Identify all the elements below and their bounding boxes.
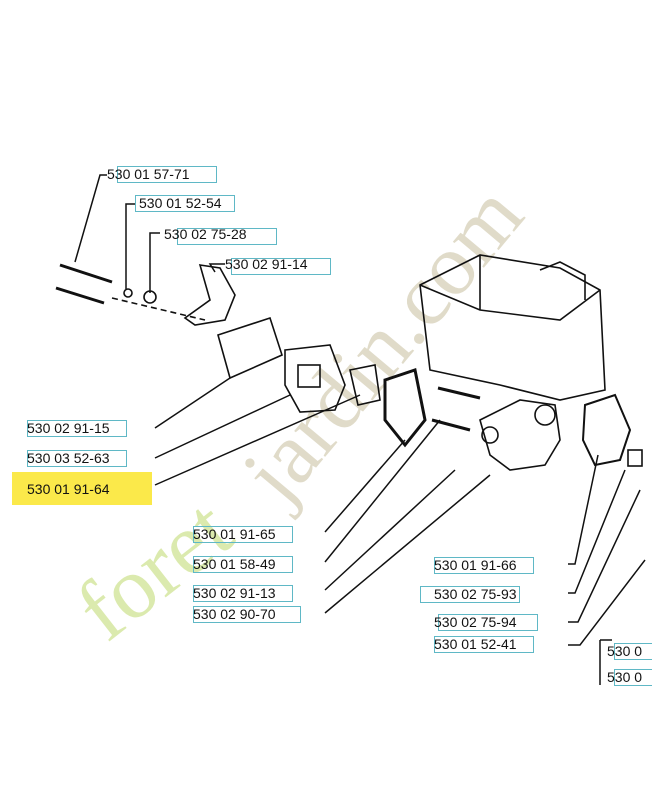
label-box <box>27 420 127 437</box>
label-box <box>193 585 293 602</box>
part-label[interactable]: 530 02 91-15 <box>27 420 110 436</box>
part-label[interactable]: 530 02 91-13 <box>193 585 276 601</box>
housing-edges <box>419 255 601 321</box>
part-intake <box>479 399 561 471</box>
label-box <box>193 526 293 543</box>
label-box <box>614 669 652 686</box>
label-box <box>117 166 217 183</box>
part-label[interactable]: 530 02 91-14 <box>225 256 308 272</box>
label-box <box>135 195 235 212</box>
carb-detail <box>297 364 321 388</box>
part-label[interactable]: 530 01 52-41 <box>434 636 517 652</box>
part-gasket-2 <box>383 368 427 448</box>
part-label[interactable]: 530 02 75-94 <box>434 614 517 630</box>
screw-parts <box>55 263 113 305</box>
label-box <box>434 636 534 653</box>
part-label[interactable]: 530 01 91-66 <box>434 557 517 573</box>
part-label[interactable]: 530 02 75-28 <box>164 226 247 242</box>
washer <box>123 288 133 298</box>
intake-port-2 <box>534 404 556 426</box>
part-label[interactable]: 530 03 52-63 <box>27 450 110 466</box>
part-label[interactable]: 530 01 57-71 <box>107 166 190 182</box>
part-label[interactable]: 530 01 52-54 <box>139 195 222 211</box>
part-label[interactable]: 530 02 90-70 <box>193 606 276 622</box>
part-carburetor <box>284 344 346 413</box>
part-housing <box>419 254 606 401</box>
part-small <box>627 449 643 467</box>
bolt <box>437 386 481 400</box>
label-box <box>420 586 520 603</box>
part-label[interactable]: 530 01 91-65 <box>193 526 276 542</box>
part-fitting <box>183 264 236 326</box>
label-box <box>614 643 652 660</box>
label-box <box>434 557 534 574</box>
intake-port <box>481 426 499 444</box>
leader-lines <box>74 174 646 685</box>
label-box <box>438 614 538 631</box>
label-box <box>27 450 127 467</box>
label-box <box>193 606 301 623</box>
part-gasket <box>349 364 381 406</box>
part-label[interactable]: 530 01 58-49 <box>193 556 276 572</box>
label-box <box>193 556 293 573</box>
label-box <box>177 228 277 245</box>
bolt-2 <box>431 418 471 432</box>
highlighted-part-marker <box>12 472 152 505</box>
label-box <box>231 258 331 275</box>
part-label-highlighted[interactable]: 530 01 91-64 <box>27 481 110 497</box>
part-label-cut[interactable]: 530 0 <box>607 643 643 659</box>
axis-line <box>111 297 206 321</box>
part-cover <box>581 393 632 467</box>
part-label[interactable]: 530 02 75-93 <box>434 586 517 602</box>
housing-detail <box>539 261 586 300</box>
part-plate <box>217 316 283 380</box>
part-label-cut[interactable]: 530 0 <box>607 669 643 685</box>
